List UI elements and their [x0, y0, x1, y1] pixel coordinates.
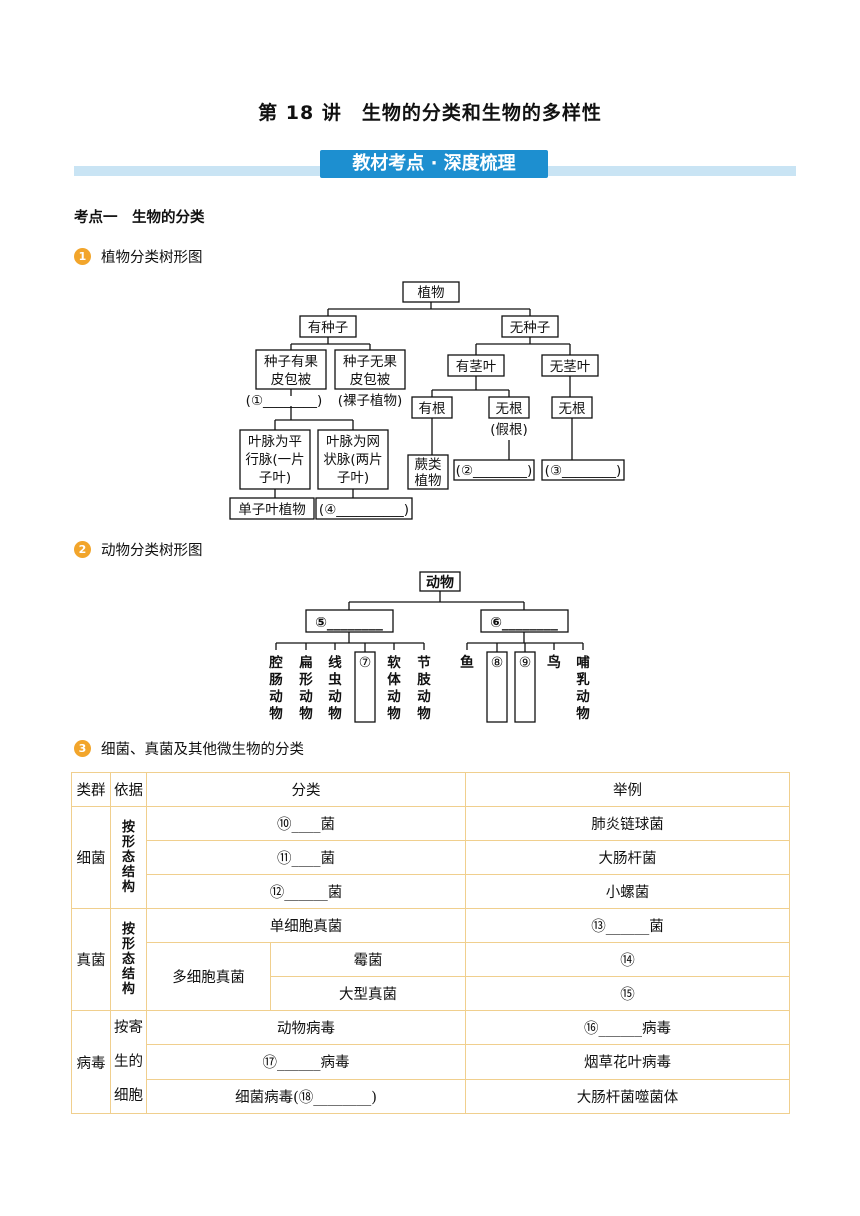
number-badge: 1 — [74, 248, 91, 265]
table-row: ⑪____菌 大肠杆菌 — [72, 840, 790, 875]
dicot-desc-1: 叶脉为网 — [326, 434, 380, 450]
blank-7: ⑦ — [359, 655, 372, 671]
bacteria-example-1: 肺炎链球菌 — [465, 806, 790, 841]
blank-6: ⑥________ — [490, 615, 558, 631]
bacteria-class-1: ⑩____菌 — [146, 806, 466, 841]
bacteria-class-3: ⑫______菌 — [146, 874, 466, 909]
table-row: ⑫______菌 小螺菌 — [72, 874, 790, 909]
blank-4: (④__________) — [319, 502, 409, 518]
subsection-label: 细菌、真菌及其他微生物的分类 — [101, 742, 304, 758]
blank-1: (①________) — [246, 393, 323, 409]
table-row: 大型真菌 ⑮ — [72, 976, 790, 1011]
microbe-classification-table: 类群 依据 分类 举例 细菌 按形态结构 ⑩____菌 肺炎链球菌 ⑪____菌… — [71, 772, 790, 1115]
fungi-single-example: ⑬______菌 — [465, 908, 790, 943]
gymnosperm-desc-1: 种子无果 — [343, 354, 397, 370]
basis-virus: 按寄 生的 细胞 — [110, 1010, 147, 1114]
gymnosperm-desc-2: 皮包被 — [350, 372, 391, 388]
table-header-row: 类群 依据 分类 举例 — [71, 772, 790, 807]
seed-plants: 有种子 — [308, 320, 349, 336]
basis-virus-2: 生的 — [114, 1054, 143, 1070]
fungi-single: 单细胞真菌 — [146, 908, 466, 943]
header-group: 类群 — [71, 772, 111, 807]
fungi-mold-example: ⑭ — [465, 942, 790, 977]
header-class: 分类 — [146, 772, 466, 807]
blank-3: (③________) — [545, 463, 622, 479]
virus-example-2: 烟草花叶病毒 — [465, 1044, 790, 1080]
angiosperm-desc-2: 皮包被 — [271, 372, 312, 388]
bird: 鸟 — [547, 654, 561, 671]
angiosperm-desc-1: 种子有果 — [264, 354, 318, 370]
dicot-desc-2: 状脉(两片 — [323, 452, 382, 468]
animal-coelenterata: 腔肠动物 — [268, 654, 283, 722]
section-heading: 考点一 生物的分类 — [74, 210, 205, 226]
dicot-desc-3: 子叶) — [337, 470, 369, 486]
table-row: 病毒 按寄 生的 细胞 动物病毒 ⑯______病毒 — [71, 1009, 790, 1114]
section-banner: 教材考点 · 深度梳理 — [320, 150, 548, 178]
group-bacteria: 细菌 — [71, 806, 111, 909]
animal-root: 动物 — [426, 574, 454, 591]
seedless-plants: 无种子 — [510, 320, 551, 336]
monocot-name: 单子叶植物 — [238, 502, 306, 518]
bacteria-class-2: ⑪____菌 — [146, 840, 466, 875]
blank-2: (②________) — [456, 463, 533, 479]
group-fungi: 真菌 — [71, 908, 111, 1011]
no-stem-leaf: 无茎叶 — [550, 359, 591, 375]
animal-arthropod: 节肢动物 — [417, 654, 431, 722]
virus-class-1: 动物病毒 — [146, 1009, 466, 1046]
no-root: 无根 — [496, 401, 524, 417]
fern-2: 植物 — [415, 473, 442, 489]
pseudo-root: (假根) — [490, 422, 528, 438]
fish: 鱼 — [460, 654, 474, 671]
basis-virus-1: 按寄 — [114, 1020, 143, 1036]
gymnosperm-name: (裸子植物) — [338, 393, 403, 409]
bacteria-example-2: 大肠杆菌 — [465, 840, 790, 875]
virus-class-3: 细菌病毒(⑱________) — [146, 1078, 466, 1115]
fungi-large: 大型真菌 — [270, 976, 466, 1011]
subsection-2: 2 动物分类树形图 — [74, 539, 203, 560]
page-title: 第 18 讲 生物的分类和生物的多样性 — [258, 102, 602, 124]
animal-mammal: 哺乳动物 — [576, 654, 590, 722]
virus-class-2: ⑰______病毒 — [146, 1044, 466, 1080]
stem-leaf: 有茎叶 — [456, 359, 497, 375]
number-badge: 2 — [74, 541, 91, 558]
blank-8: ⑧ — [491, 655, 504, 671]
subsection-label: 动物分类树形图 — [101, 543, 203, 559]
table-row: 细菌病毒(⑱________) 大肠杆菌噬菌体 — [72, 1078, 790, 1115]
has-root: 有根 — [419, 401, 446, 417]
basis-virus-3: 细胞 — [114, 1088, 143, 1104]
header-example: 举例 — [465, 772, 790, 807]
table-row: 多细胞真菌 霉菌 ⑭ — [72, 942, 790, 1011]
virus-example-1: ⑯______病毒 — [465, 1009, 790, 1046]
monocot-desc-2: 行脉(一片 — [245, 452, 304, 468]
subsection-1: 1 植物分类树形图 — [74, 246, 203, 267]
blank-9: ⑨ — [519, 655, 532, 671]
group-virus: 病毒 — [71, 1010, 111, 1114]
header-basis: 依据 — [110, 772, 147, 807]
fungi-mold: 霉菌 — [270, 942, 466, 977]
animal-roundworm: 线虫动物 — [328, 654, 342, 722]
blank-5: ⑤________ — [315, 615, 383, 631]
bacteria-example-3: 小螺菌 — [465, 874, 790, 909]
fungi-large-example: ⑮ — [465, 976, 790, 1011]
table-row: 真菌 按形态结构 单细胞真菌 ⑬______菌 — [71, 908, 790, 1011]
table-row: ⑰______病毒 烟草花叶病毒 — [72, 1044, 790, 1080]
basis-fungi: 按形态结构 — [110, 908, 147, 1011]
subsection-3: 3 细菌、真菌及其他微生物的分类 — [74, 738, 304, 759]
table-row: 细菌 按形态结构 ⑩____菌 肺炎链球菌 — [71, 806, 790, 909]
monocot-desc-3: 子叶) — [259, 470, 291, 486]
virus-example-3: 大肠杆菌噬菌体 — [465, 1078, 790, 1115]
animal-mollusk: 软体动物 — [387, 654, 401, 722]
number-badge: 3 — [74, 740, 91, 757]
fungi-multi: 多细胞真菌 — [146, 942, 271, 1011]
monocot-desc-1: 叶脉为平 — [248, 434, 302, 450]
basis-bacteria: 按形态结构 — [110, 806, 147, 909]
animal-flatworm: 扁形动物 — [299, 654, 313, 722]
subsection-label: 植物分类树形图 — [101, 250, 203, 266]
no-root-2: 无根 — [559, 401, 587, 417]
plant-root: 植物 — [418, 285, 445, 301]
fern-1: 蕨类 — [415, 457, 442, 473]
